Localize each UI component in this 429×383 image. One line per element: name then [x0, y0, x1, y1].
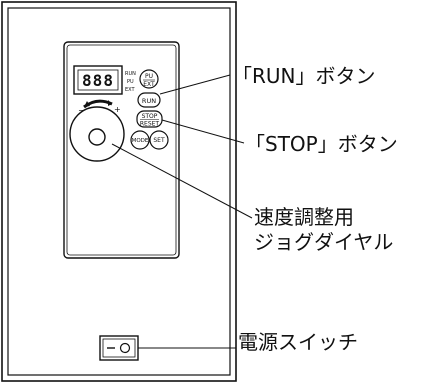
mode-button[interactable]: MODE: [130, 130, 150, 150]
pu-ext-button[interactable]: PU EXT: [139, 69, 159, 89]
set-label: SET: [153, 137, 165, 144]
set-button[interactable]: SET: [149, 130, 169, 150]
mode-label: MODE: [132, 138, 149, 144]
callout-stop-button: 「STOP」ボタン: [245, 132, 398, 156]
indicator-pu: PU: [127, 79, 134, 85]
display-window: [77, 69, 119, 91]
power-switch[interactable]: [99, 335, 139, 361]
dial-knob: [88, 128, 106, 146]
run-button[interactable]: RUN: [137, 92, 161, 108]
panel-outline: [63, 41, 180, 259]
leader-run: [159, 74, 231, 95]
display-frame: [73, 65, 123, 95]
display-digits: 888: [82, 71, 114, 90]
ext-label: EXT: [143, 81, 155, 88]
dial-direction-arrows: − +: [78, 99, 121, 115]
reset-label: RESET: [140, 121, 160, 128]
run-label: RUN: [142, 97, 156, 105]
callout-speed-line2: ジョグダイヤル: [254, 230, 394, 254]
enclosure-outer: [1, 1, 237, 382]
pu-label: PU: [145, 73, 153, 80]
leader-dial: [111, 143, 253, 219]
jog-dial[interactable]: [69, 106, 125, 162]
stop-label: STOP: [142, 113, 158, 120]
callout-speed-line1: 速度調整用: [254, 205, 354, 229]
operation-panel: 888 RUN PU EXT PU EXT RUN − +: [63, 41, 180, 259]
enclosure-inner: [7, 7, 231, 376]
panel-bezel: [66, 44, 177, 256]
stop-reset-button[interactable]: STOP RESET: [136, 110, 163, 128]
callout-power-switch: 電源スイッチ: [238, 330, 358, 354]
leader-stop: [161, 119, 245, 144]
indicator-ext: EXT: [125, 87, 135, 93]
callout-run-button: 「RUN」ボタン: [232, 64, 376, 88]
indicator-run: RUN: [125, 71, 136, 77]
dial-minus: −: [78, 106, 85, 115]
dial-plus: +: [114, 105, 121, 114]
